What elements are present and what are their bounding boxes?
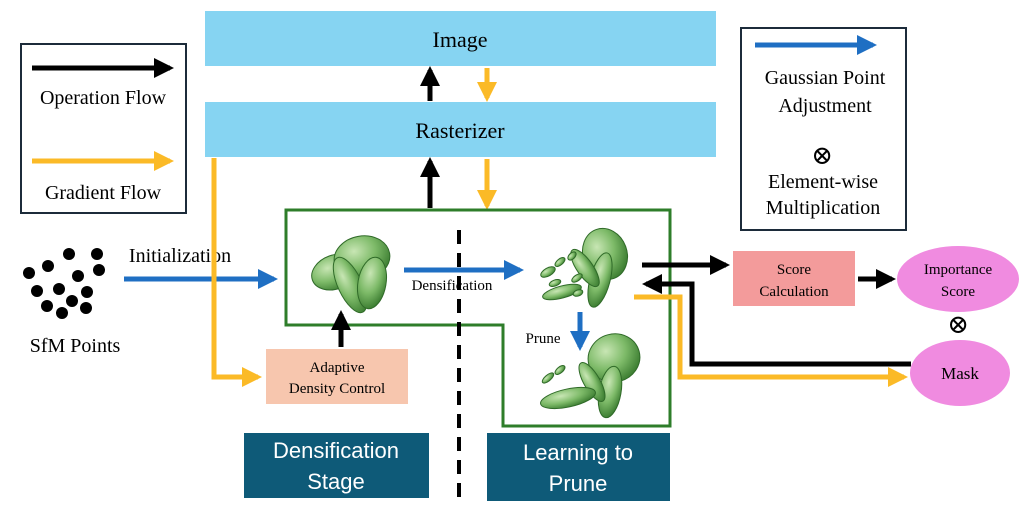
rasterizer-block xyxy=(205,102,716,157)
gaussian-cluster-pruned xyxy=(540,333,641,419)
gaussian-cluster-initial xyxy=(311,235,391,314)
legend-right: Gaussian Point Adjustment ⊗ Element-wise… xyxy=(740,27,907,231)
adaptive-density-control-block xyxy=(266,349,408,404)
gradient-to-mask-arrow xyxy=(634,294,908,387)
learning-to-prune-label-line2: Prune xyxy=(549,471,608,496)
gaussian-adjustment-label-line2: Adjustment xyxy=(778,95,872,117)
prune-label: Prune xyxy=(526,331,561,347)
importance-label-line1: Importance xyxy=(924,262,993,278)
importance-label-line2: Score xyxy=(941,284,975,300)
sfm-points xyxy=(23,248,105,319)
gaussian-region-outline xyxy=(284,208,672,428)
otimes-icon: ⊗ xyxy=(947,310,969,339)
sfm-points-label: SfM Points xyxy=(30,335,121,357)
score-label-line2: Calculation xyxy=(759,284,829,300)
score-calculation-block xyxy=(733,251,855,306)
densification-stage-label-line2: Stage xyxy=(307,469,365,494)
element-wise-label-line2: Multiplication xyxy=(766,197,880,219)
operation-flow-label: Operation Flow xyxy=(40,87,167,109)
image-block xyxy=(205,11,716,66)
densification-stage-label-line1: Densification xyxy=(273,438,399,463)
image-label: Image xyxy=(433,27,488,52)
initialization-label: Initialization xyxy=(129,245,231,267)
raster-to-adc-gradient-arrow xyxy=(211,158,262,387)
learning-to-prune-label-line1: Learning to xyxy=(523,440,633,465)
mask-label: Mask xyxy=(941,364,979,383)
learning-to-prune-badge xyxy=(487,433,670,501)
gaussian-adjustment-label-line1: Gaussian Point xyxy=(765,67,886,89)
gaussian-cluster-densified xyxy=(540,227,629,308)
mask-to-gaussians-arrow xyxy=(642,274,911,367)
densification-label: Densification xyxy=(412,278,493,294)
adaptive-label-line2: Density Control xyxy=(289,381,385,397)
mask-node xyxy=(910,340,1010,406)
densification-stage-badge xyxy=(244,433,429,498)
score-label-line1: Score xyxy=(777,262,811,278)
adaptive-label-line1: Adaptive xyxy=(310,360,365,376)
otimes-legend-icon: ⊗ xyxy=(811,141,833,170)
gradient-flow-label: Gradient Flow xyxy=(45,182,162,204)
element-wise-label-line1: Element-wise xyxy=(768,171,878,193)
importance-score-node xyxy=(897,246,1019,312)
rasterizer-label: Rasterizer xyxy=(415,118,505,143)
legend-left: Operation Flow Gradient Flow xyxy=(20,43,187,214)
